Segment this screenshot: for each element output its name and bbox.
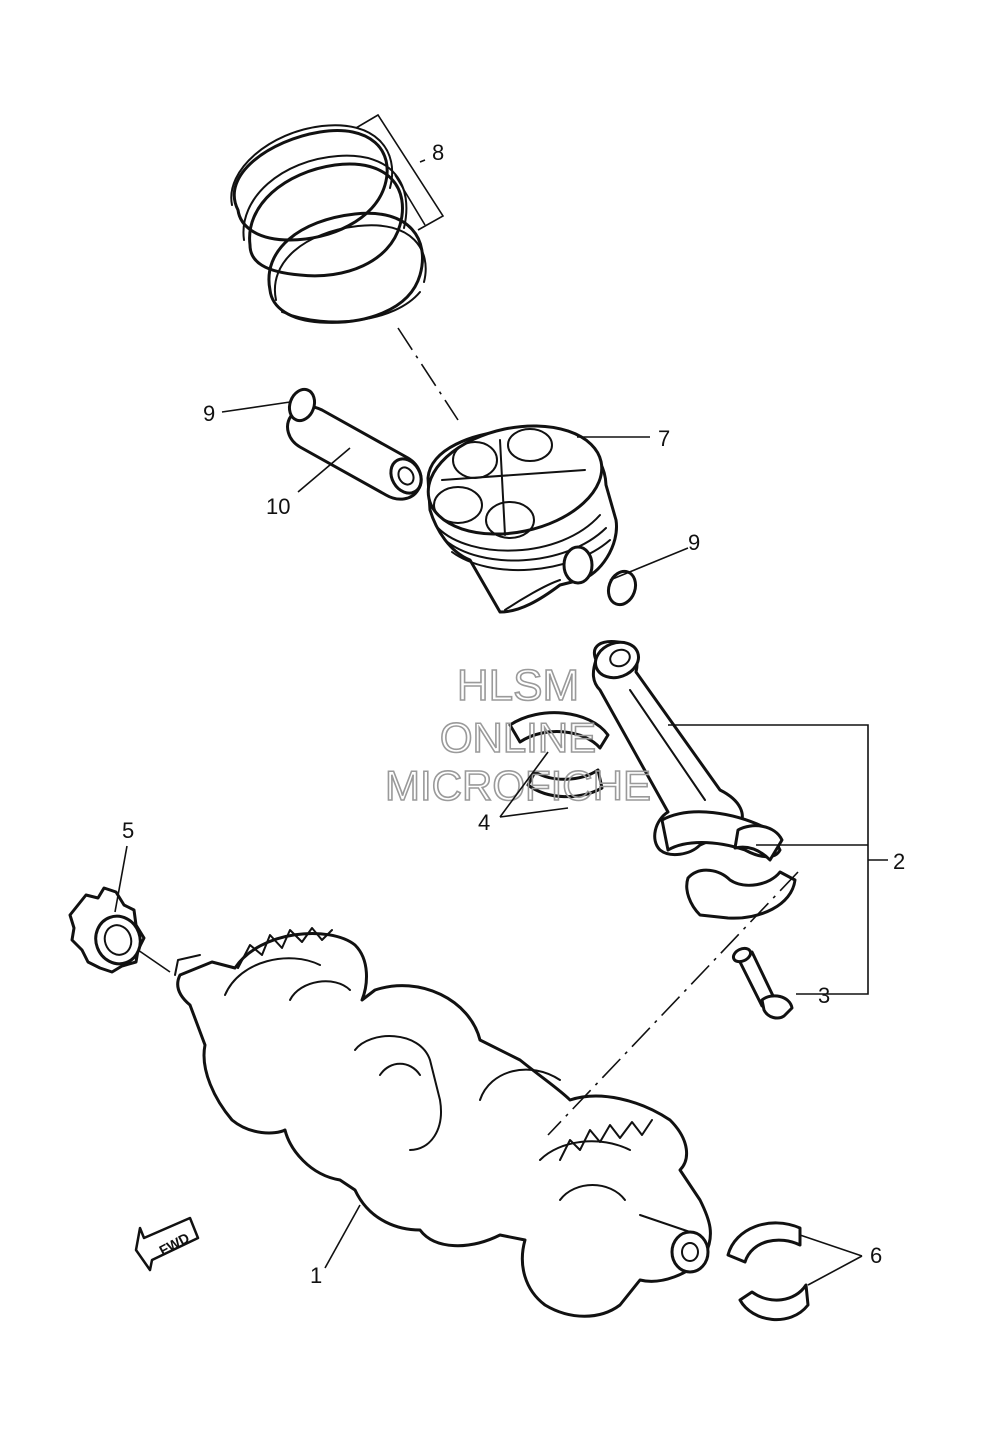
callout-1[interactable]: 1 (310, 1263, 322, 1288)
leader-lines (114, 113, 888, 1286)
watermark: HLSM ONLINE MICROFICHE (384, 660, 652, 810)
callout-2[interactable]: 2 (893, 849, 905, 874)
piston-pin[interactable] (286, 405, 428, 501)
piston-pin-clip-left[interactable] (285, 386, 318, 424)
crankshaft[interactable] (174, 927, 712, 1318)
callout-10[interactable]: 10 (266, 494, 290, 519)
callout-6[interactable]: 6 (870, 1243, 882, 1268)
callout-3[interactable]: 3 (818, 983, 830, 1008)
conrod-bolt[interactable] (731, 946, 794, 1020)
piston-pin-clip-right[interactable] (604, 568, 640, 609)
main-bearings[interactable] (726, 1221, 810, 1322)
watermark-line-2: ONLINE (440, 714, 596, 761)
piston-rings[interactable] (230, 124, 427, 324)
callout-8[interactable]: 8 (432, 140, 444, 165)
connecting-rod[interactable] (591, 637, 782, 859)
callout-9-right[interactable]: 9 (688, 530, 700, 555)
callout-9-left[interactable]: 9 (203, 401, 215, 426)
callout-5[interactable]: 5 (122, 818, 134, 843)
watermark-line-3: MICROFICHE (385, 762, 651, 809)
watermark-line-1: HLSM (457, 661, 579, 710)
piston-ring-axis-line (397, 327, 459, 421)
conrod-cap[interactable] (685, 824, 797, 920)
piston[interactable] (418, 411, 619, 614)
callout-7[interactable]: 7 (658, 426, 670, 451)
crankshaft-gear[interactable] (68, 886, 147, 974)
conrod-bolt-axis-line (547, 871, 799, 1136)
forward-direction-arrow: FWD (134, 1216, 200, 1272)
callout-4[interactable]: 4 (478, 810, 490, 835)
conrod-bearing[interactable] (508, 711, 610, 799)
callouts: 8 9 10 7 9 2 4 5 3 1 6 (122, 140, 905, 1288)
